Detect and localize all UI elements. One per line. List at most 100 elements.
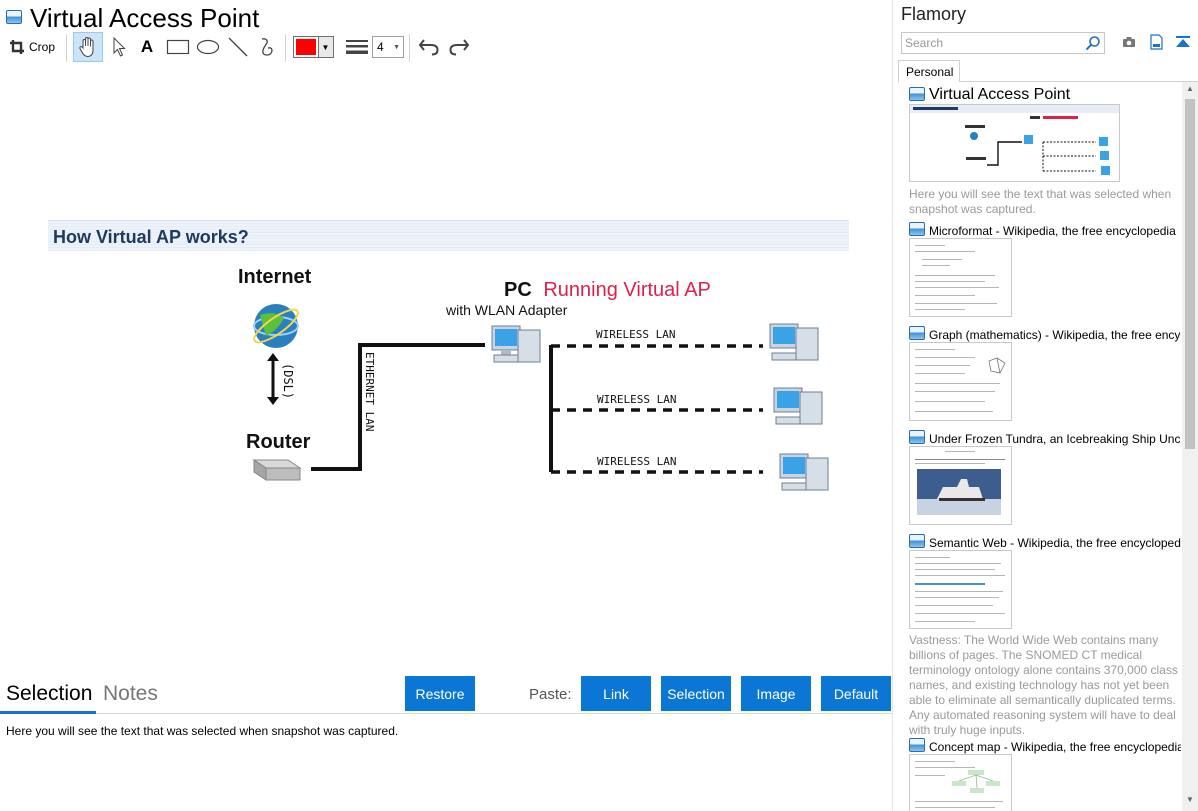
snapshot-heading-text: How Virtual AP works? bbox=[53, 227, 249, 247]
list-item-title[interactable]: Under Frozen Tundra, an Icebreaking Ship… bbox=[909, 430, 1181, 447]
rectangle-icon bbox=[166, 39, 190, 55]
ellipse-tool-button[interactable] bbox=[194, 32, 222, 62]
active-tab-indicator bbox=[0, 711, 96, 714]
ethernet-label: ETHERNET LAN bbox=[363, 352, 376, 431]
toolbar-divider bbox=[285, 34, 286, 62]
toolbar-divider bbox=[409, 34, 410, 62]
scroll-thumb[interactable] bbox=[1185, 99, 1195, 449]
line-icon bbox=[228, 37, 248, 57]
hand-icon bbox=[79, 36, 94, 58]
list-item-title-text: Microformat - Wikipedia, the free encycl… bbox=[929, 223, 1176, 238]
bottom-tabs: Selection Notes bbox=[0, 676, 893, 714]
tab-personal[interactable]: Personal bbox=[898, 60, 960, 82]
selection-text[interactable]: Here you will see the text that was sele… bbox=[6, 724, 399, 738]
restore-button[interactable]: Restore bbox=[405, 676, 475, 711]
tab-notes[interactable]: Notes bbox=[103, 682, 158, 705]
list-item-description: Vastness: The World Wide Web contains ma… bbox=[909, 633, 1178, 737]
ship-photo-image bbox=[917, 469, 1001, 515]
list-item-title[interactable]: Concept map - Wikipedia, the free encycl… bbox=[909, 738, 1181, 755]
paste-link-button[interactable]: Link bbox=[581, 676, 651, 711]
crop-label: Crop bbox=[28, 40, 55, 54]
search-icon[interactable] bbox=[1085, 35, 1101, 51]
router-label: Router bbox=[246, 431, 311, 453]
page-favicon-icon bbox=[909, 326, 925, 340]
app-name: Flamory bbox=[901, 4, 967, 24]
thumbnail[interactable] bbox=[909, 104, 1120, 182]
line-width-value: 4 bbox=[377, 40, 384, 54]
thumbnail[interactable] bbox=[909, 754, 1012, 811]
title-bar: Virtual Access Point bbox=[0, 0, 893, 36]
list-item-title[interactable]: Microformat - Wikipedia, the free encycl… bbox=[909, 222, 1181, 239]
internet-label: Internet bbox=[238, 266, 312, 288]
dsl-label: (DSL) bbox=[281, 363, 295, 399]
scroll-up-arrow-icon[interactable]: ▲ bbox=[1186, 84, 1194, 93]
list-item[interactable]: Graph (mathematics) - Wikipedia, the fre… bbox=[909, 326, 1181, 426]
undo-button[interactable] bbox=[415, 32, 443, 62]
color-swatch bbox=[292, 36, 319, 58]
crop-icon bbox=[9, 40, 24, 54]
chevron-down-icon: ▼ bbox=[318, 36, 334, 58]
tabs-divider bbox=[0, 713, 893, 714]
ellipse-icon bbox=[196, 39, 220, 55]
chevron-down-icon: ▼ bbox=[393, 43, 400, 51]
page-favicon-icon bbox=[909, 87, 925, 102]
router-icon bbox=[252, 459, 302, 481]
list-item[interactable]: Concept map - Wikipedia, the free encycl… bbox=[909, 738, 1181, 811]
list-item-title-text: Graph (mathematics) - Wikipedia, the fre… bbox=[929, 327, 1181, 342]
list-item[interactable]: Semantic Web - Wikipedia, the free encyc… bbox=[909, 534, 1181, 737]
search-input[interactable] bbox=[902, 33, 1082, 53]
snapshot-image: How Virtual AP works? Internet (DSL) Rou… bbox=[48, 220, 849, 510]
thumbnail[interactable] bbox=[909, 550, 1012, 629]
list-item-title-text: Concept map - Wikipedia, the free encycl… bbox=[929, 739, 1181, 754]
toolbar-divider bbox=[66, 34, 67, 62]
camera-icon[interactable] bbox=[1122, 36, 1136, 48]
paste-default-button[interactable]: Default bbox=[821, 676, 891, 711]
redo-icon bbox=[449, 39, 470, 56]
list-item[interactable]: Microformat - Wikipedia, the free encycl… bbox=[909, 222, 1181, 322]
undo-icon bbox=[418, 39, 439, 56]
select-tool-button[interactable] bbox=[106, 32, 132, 62]
line-width-select[interactable]: 4▼ bbox=[372, 32, 404, 62]
thumbnail[interactable] bbox=[909, 342, 1012, 421]
list-item-title-text: Under Frozen Tundra, an Icebreaking Ship… bbox=[929, 431, 1181, 446]
hand-tool-button[interactable] bbox=[73, 32, 103, 62]
thumbnail[interactable] bbox=[909, 446, 1012, 525]
wireless-lan-label-2: WIRELESS LAN bbox=[597, 393, 676, 406]
snapshot-viewer: Virtual Access Point Crop A bbox=[0, 0, 893, 811]
document-icon[interactable] bbox=[1150, 34, 1163, 50]
page-favicon-icon bbox=[909, 534, 925, 548]
list-item[interactable]: Virtual Access Point bbox=[909, 86, 1181, 218]
page-title: Virtual Access Point bbox=[30, 3, 260, 33]
wireless-lan-label-1: WIRELESS LAN bbox=[596, 328, 675, 341]
tabs-divider bbox=[960, 81, 1198, 82]
scroll-to-top-icon[interactable] bbox=[1175, 35, 1191, 49]
tab-selection[interactable]: Selection bbox=[6, 682, 93, 705]
crop-button[interactable]: Crop bbox=[6, 32, 58, 62]
thumbnail[interactable] bbox=[909, 238, 1012, 317]
paste-image-button[interactable]: Image bbox=[741, 676, 811, 711]
sidebar-scrollbar[interactable]: ▲ ▼ bbox=[1182, 82, 1198, 811]
paste-selection-button[interactable]: Selection bbox=[661, 676, 731, 711]
freehand-tool-button[interactable] bbox=[254, 32, 280, 62]
client-computer-icon bbox=[779, 453, 829, 491]
list-item-title[interactable]: Graph (mathematics) - Wikipedia, the fre… bbox=[909, 326, 1181, 343]
line-tool-button[interactable] bbox=[225, 32, 251, 62]
current-color bbox=[295, 39, 316, 55]
text-tool-button[interactable]: A bbox=[140, 37, 154, 56]
list-item-title[interactable]: Semantic Web - Wikipedia, the free encyc… bbox=[909, 534, 1181, 551]
flamory-sidebar: Flamory Personal Virtual Access Point bbox=[894, 0, 1198, 811]
globe-icon bbox=[253, 304, 299, 348]
list-item-title-text: Semantic Web - Wikipedia, the free encyc… bbox=[929, 535, 1181, 550]
list-item-title[interactable]: Virtual Access Point bbox=[909, 86, 1181, 104]
pc-running-text: Running Virtual AP bbox=[543, 279, 711, 301]
snapshot-list: Virtual Access Point bbox=[894, 82, 1198, 811]
client-computer-icon bbox=[769, 323, 819, 361]
list-item[interactable]: Under Frozen Tundra, an Icebreaking Ship… bbox=[909, 430, 1181, 530]
scroll-down-arrow-icon[interactable]: ▼ bbox=[1186, 795, 1194, 804]
redo-button[interactable] bbox=[445, 32, 473, 62]
rectangle-tool-button[interactable] bbox=[164, 32, 192, 62]
color-picker[interactable]: ▼ bbox=[292, 32, 334, 62]
concept-map-thumbnail-icon bbox=[952, 770, 1000, 793]
pc-computer-icon bbox=[491, 325, 541, 363]
